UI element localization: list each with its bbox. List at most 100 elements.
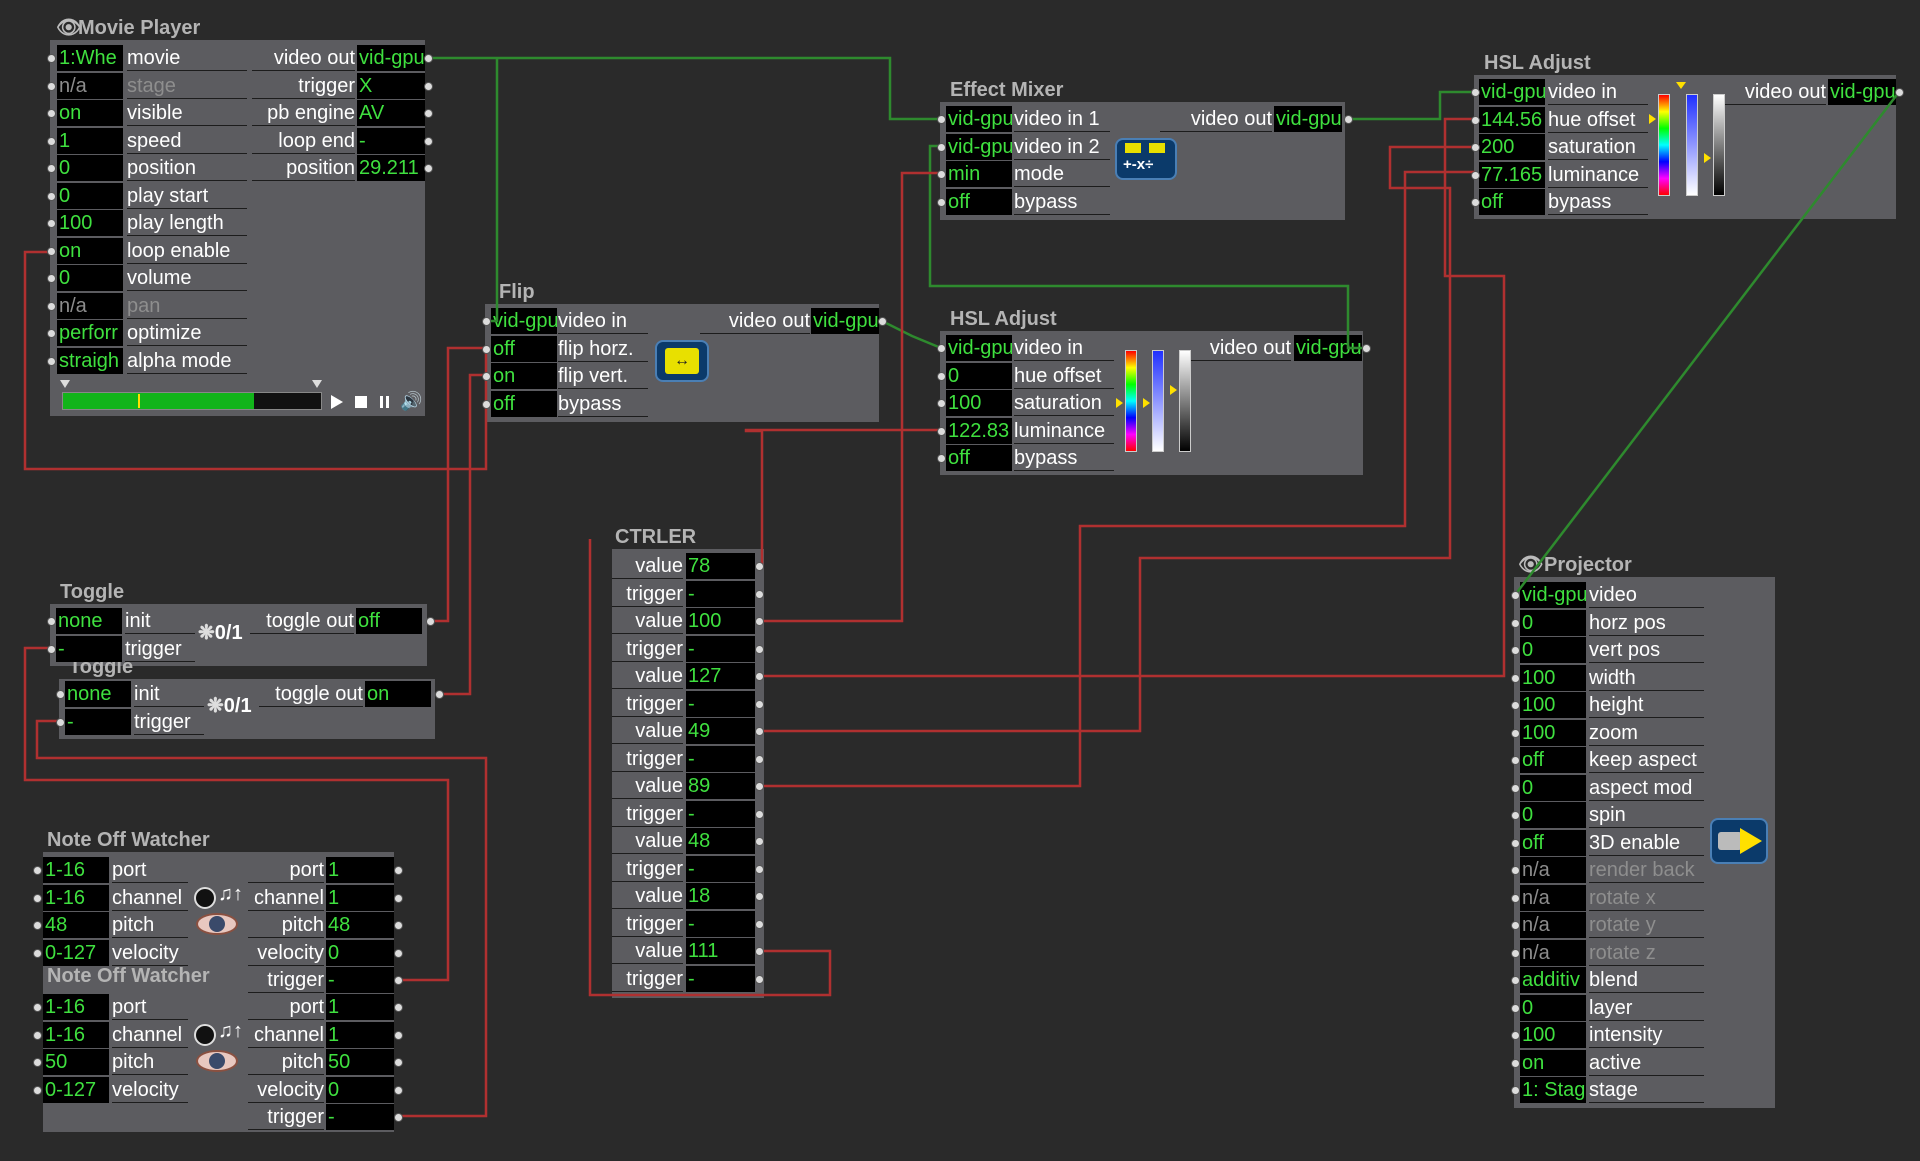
projector-input-value[interactable]: 0 <box>1520 774 1586 801</box>
hsl-adjust-2-input-port[interactable] <box>1471 88 1480 97</box>
toggle-2-output-port[interactable] <box>435 690 444 699</box>
hsl-adjust-2-title[interactable]: HSL Adjust <box>1484 52 1591 74</box>
ctrler-output-port[interactable] <box>755 754 764 764</box>
toggle-1-input-port[interactable] <box>47 617 56 626</box>
movie-player-input-port[interactable] <box>47 191 56 201</box>
movie-player-input-value[interactable]: 0 <box>57 155 123 181</box>
ctrler-output-value[interactable]: - <box>686 800 755 827</box>
projector-input-port[interactable] <box>1511 866 1520 875</box>
movie-player-output-port[interactable] <box>424 136 433 146</box>
note-off-watcher-1-input-port[interactable] <box>33 948 42 958</box>
movie-player-input-port[interactable] <box>47 274 56 283</box>
flip-input-value[interactable]: off <box>491 390 557 417</box>
projector-input-port[interactable] <box>1511 1058 1520 1068</box>
note-off-watcher-2-output-port[interactable] <box>394 1058 403 1067</box>
movie-player-input-value[interactable]: 0 <box>57 265 123 291</box>
note-off-watcher-1-output-value[interactable]: 1 <box>326 884 394 911</box>
effect-mixer-input-port[interactable] <box>937 115 946 124</box>
ctrler-output-value[interactable]: - <box>686 745 755 772</box>
projector-input-value[interactable]: n/a <box>1520 939 1586 966</box>
flip-input-port[interactable] <box>482 372 491 381</box>
note-off-watcher-1-output-port[interactable] <box>394 893 403 903</box>
movie-player-input-value[interactable]: 1 <box>57 127 123 154</box>
toggle-2-input-value[interactable]: none <box>65 681 131 707</box>
ctrler-output-value[interactable]: 100 <box>686 608 755 634</box>
movie-player-input-value[interactable]: on <box>57 237 123 264</box>
effect-mixer-output-port[interactable] <box>1344 115 1353 124</box>
note-off-watcher-2-output-value[interactable]: 50 <box>326 1049 394 1075</box>
projector-input-value[interactable]: 0 <box>1520 994 1586 1021</box>
flip-output-value[interactable]: vid-gpu <box>811 308 879 334</box>
note-off-watcher-1-input-value[interactable]: 0-127 <box>43 939 109 966</box>
toggle-1-output-value[interactable]: off <box>356 608 422 634</box>
effect-mixer-input-port[interactable] <box>937 197 946 207</box>
movie-player-input-port[interactable] <box>47 109 56 118</box>
projector-input-value[interactable]: 100 <box>1520 719 1586 746</box>
ctrler-output-value[interactable]: - <box>686 690 755 717</box>
note-off-watcher-2-output-port[interactable] <box>394 1085 403 1095</box>
flip-input-value[interactable]: on <box>491 363 557 389</box>
projector-input-value[interactable]: n/a <box>1520 857 1586 883</box>
ctrler-output-port[interactable] <box>755 589 764 599</box>
note-off-watcher-2-output-value[interactable]: 0 <box>326 1076 394 1103</box>
volume-icon[interactable]: 🔊 <box>400 391 423 411</box>
stop-icon[interactable] <box>355 396 367 408</box>
note-off-watcher-1-input-port[interactable] <box>33 866 42 875</box>
ctrler-output-port[interactable] <box>755 809 764 819</box>
play-end-marker[interactable] <box>312 380 322 388</box>
luminance-bar[interactable] <box>1713 94 1725 196</box>
hsl-adjust-1-input-port[interactable] <box>937 399 946 408</box>
ctrler-output-value[interactable]: 111 <box>686 938 755 964</box>
projector-input-port[interactable] <box>1511 1086 1520 1095</box>
ctrler-output-port[interactable] <box>755 644 764 654</box>
toggle-2-input-value[interactable]: - <box>65 708 131 735</box>
video-cable-mixer-to-hsl2[interactable] <box>1348 90 1475 121</box>
hsl-adjust-1-input-value[interactable]: 100 <box>946 390 1012 416</box>
note-off-watcher-1-output-value[interactable]: 0 <box>326 939 394 966</box>
movie-player-output-value[interactable]: vid-gpu <box>357 45 425 71</box>
hsl-adjust-1-output-port[interactable] <box>1362 344 1371 353</box>
flip-output-port[interactable] <box>878 317 887 326</box>
saturation-marker[interactable] <box>1676 82 1686 89</box>
hsl-adjust-2-input-value[interactable]: off <box>1479 189 1545 215</box>
movie-player-input-value[interactable]: on <box>57 100 123 126</box>
note-off-watcher-2-input-value[interactable]: 1-16 <box>43 1021 109 1048</box>
note-off-watcher-1-output-value[interactable]: 1 <box>326 857 394 883</box>
hsl-adjust-2-input-port[interactable] <box>1471 115 1480 125</box>
projector-input-port[interactable] <box>1511 921 1520 930</box>
ctrler-output-port[interactable] <box>755 727 764 736</box>
note-off-watcher-1-output-port[interactable] <box>394 866 403 875</box>
movie-player-output-port[interactable] <box>424 54 433 63</box>
projector-input-port[interactable] <box>1511 976 1520 985</box>
flip-title[interactable]: Flip <box>499 281 535 303</box>
toggle-2-output-value[interactable]: on <box>365 681 431 707</box>
projector-input-port[interactable] <box>1511 1031 1520 1040</box>
flip-input-port[interactable] <box>482 399 491 409</box>
ctrler-output-port[interactable] <box>755 699 764 709</box>
effect-mixer-input-value[interactable]: min <box>946 161 1012 187</box>
eye-icon[interactable]: 👁 <box>56 17 82 39</box>
note-off-watcher-2-input-value[interactable]: 1-16 <box>43 994 109 1020</box>
ctrler-output-value[interactable]: 48 <box>686 828 755 854</box>
movie-player-input-port[interactable] <box>47 301 56 311</box>
ctrler-output-port[interactable] <box>755 782 764 791</box>
saturation-bar[interactable] <box>1686 94 1698 196</box>
video-cable-flip-to-hsl1[interactable] <box>881 319 942 350</box>
note-off-watcher-1-input-port[interactable] <box>33 921 42 930</box>
note-off-watcher-1-output-port[interactable] <box>394 976 403 985</box>
hsl-adjust-1-input-value[interactable]: vid-gpu <box>946 335 1012 361</box>
note-off-watcher-1-output-value[interactable]: - <box>326 967 394 993</box>
projector-input-port[interactable] <box>1511 948 1520 958</box>
hue-marker[interactable] <box>1116 398 1123 408</box>
ctrler-output-port[interactable] <box>755 974 764 984</box>
saturation-marker[interactable] <box>1143 398 1150 408</box>
movie-player-output-value[interactable]: AV <box>357 100 425 126</box>
note-off-watcher-1-output-port[interactable] <box>394 948 403 958</box>
movie-player-input-port[interactable] <box>47 246 56 256</box>
video-cable-movie-to-mixer[interactable] <box>428 56 941 121</box>
projector-input-value[interactable]: 100 <box>1520 664 1586 691</box>
ctrler-title[interactable]: CTRLER <box>615 526 697 548</box>
flip-input-value[interactable]: vid-gpu <box>491 308 557 334</box>
projector-input-value[interactable]: 0 <box>1520 637 1586 663</box>
hue-spectrum-bar[interactable] <box>1125 350 1137 452</box>
